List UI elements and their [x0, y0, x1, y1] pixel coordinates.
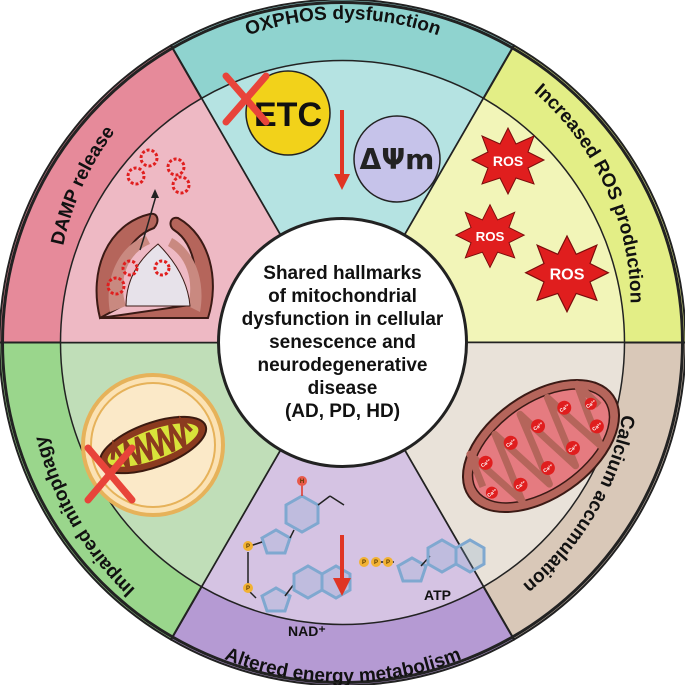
hydrogen-atom-icon [297, 476, 307, 486]
membrane-potential-label: ΔΨm [360, 143, 435, 176]
release-arrow-icon [139, 195, 157, 251]
calcium-ions: Ca²⁺ Ca²⁺ Ca²⁺ Ca²⁺ Ca²⁺ Ca²⁺ Ca²⁺ Ca²⁺ … [478, 397, 604, 499]
ros-label: ROS [476, 229, 505, 244]
membrane-potential-icon [353, 115, 441, 203]
svg-text:Ca²⁺: Ca²⁺ [591, 422, 603, 433]
phosphate-label: P [374, 560, 378, 566]
svg-text:Ca²⁺: Ca²⁺ [567, 443, 579, 454]
phosphate-label: P [246, 544, 250, 550]
center-title: Shared hallmarks of mitochondrial dysfun… [242, 263, 444, 422]
phosphate-label: P [362, 560, 366, 566]
phosphate-icon [359, 557, 369, 567]
phosphate-icon [243, 583, 253, 593]
ros-illustration: ROS ROS ROS [454, 126, 610, 314]
svg-text:Ca²⁺: Ca²⁺ [486, 488, 498, 499]
svg-text:Ca²⁺: Ca²⁺ [542, 463, 554, 474]
center-line-5: neurodegenerative [258, 355, 428, 376]
ros-burst-2: ROS [454, 203, 526, 269]
center-line-2: of mitochondrial [268, 286, 417, 307]
svg-text:Ca²⁺: Ca²⁺ [533, 421, 545, 432]
hydrogen-label: H [300, 479, 304, 485]
phosphate-icon [243, 541, 253, 551]
phosphate-label: P [246, 586, 250, 592]
damp-illustration [95, 148, 214, 320]
energy-metabolism-illustration: H P P NAD⁺ P P P ATP [243, 476, 486, 639]
center-line-1: Shared hallmarks [263, 263, 421, 284]
inhibition-cross-icon [84, 444, 136, 504]
svg-text:Ca²⁺: Ca²⁺ [559, 403, 571, 414]
oxphos-illustration: ETC ΔΨm [222, 70, 441, 203]
ros-burst-3: ROS [524, 234, 610, 314]
center-line-4: senescence and [269, 332, 416, 353]
ros-burst-icon [454, 203, 526, 269]
atp-label: ATP [424, 587, 451, 603]
phosphate-icon [371, 557, 381, 567]
etc-complex-icon [245, 70, 331, 156]
ros-label: ROS [493, 153, 523, 169]
inhibition-cross-icon [222, 72, 270, 126]
calcium-mitochondrion-icon: Ca²⁺ Ca²⁺ Ca²⁺ Ca²⁺ Ca²⁺ Ca²⁺ Ca²⁺ Ca²⁺ … [461, 378, 621, 514]
svg-text:Ca²⁺: Ca²⁺ [505, 438, 517, 449]
damp-particles [106, 148, 191, 296]
mitophagy-illustration [81, 373, 225, 517]
svg-text:Ca²⁺: Ca²⁺ [480, 458, 492, 469]
ros-burst-1: ROS [470, 126, 546, 196]
center-line-7: (AD, PD, HD) [285, 401, 400, 422]
decrease-arrow-icon [333, 535, 351, 596]
decrease-arrow-icon [334, 110, 350, 190]
ros-burst-icon [470, 126, 546, 196]
ros-label: ROS [550, 266, 585, 284]
center-line-3: dysfunction in cellular [242, 309, 444, 330]
phosphate-label: P [386, 560, 390, 566]
center-line-6: disease [308, 378, 378, 399]
svg-text:Ca²⁺: Ca²⁺ [585, 399, 597, 410]
phosphate-icon [383, 557, 393, 567]
svg-text:Ca²⁺: Ca²⁺ [515, 480, 527, 491]
center-circle [217, 217, 468, 468]
etc-label: ETC [254, 96, 322, 134]
nad-label: NAD⁺ [288, 623, 326, 639]
ros-burst-icon [524, 234, 610, 314]
